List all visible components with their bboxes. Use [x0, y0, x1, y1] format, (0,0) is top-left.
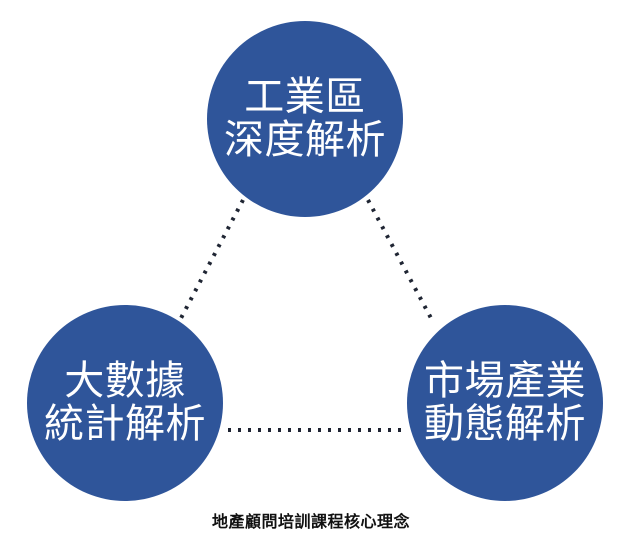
connector-top-to-left [178, 199, 245, 321]
node-industrial-zone[interactable]: 工業區 深度解析 [207, 21, 403, 217]
node-industrial-zone-line1: 工業區 [244, 73, 366, 120]
node-big-data[interactable]: 大數據 統計解析 [27, 305, 223, 501]
node-industrial-zone-line2: 深度解析 [224, 117, 386, 163]
connector-top-to-right [366, 199, 434, 321]
node-market-industry-line1: 市場產業 [424, 357, 586, 404]
diagram-caption: 地產顧問培訓課程核心理念 [211, 512, 410, 531]
node-market-industry-line2: 動態解析 [424, 401, 586, 447]
node-big-data-line1: 大數據 [64, 357, 186, 404]
node-big-data-line2: 統計解析 [44, 401, 206, 447]
node-market-industry[interactable]: 市場產業 動態解析 [407, 305, 603, 501]
